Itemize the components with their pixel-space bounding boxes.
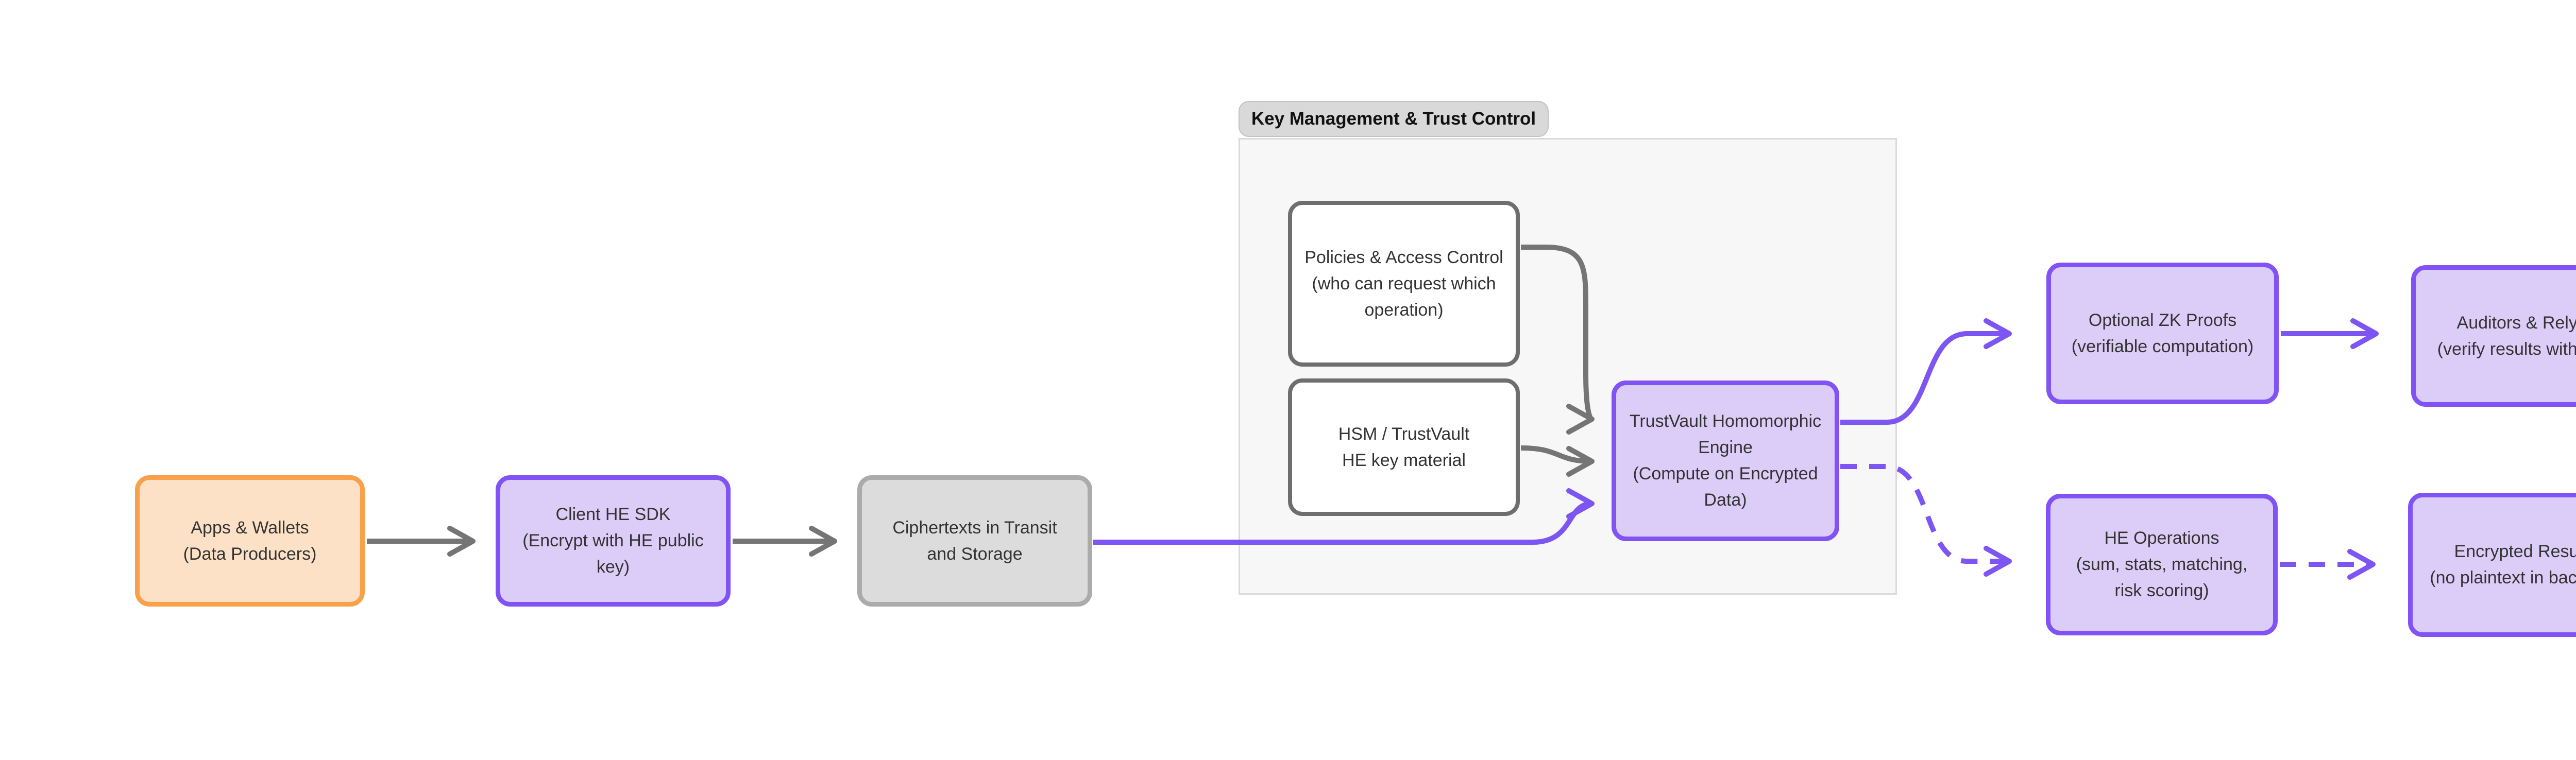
node-homomorphic-engine: TrustVault Homomorphic Engine (Compute o…	[1612, 381, 1839, 541]
subgraph-label-text: Key Management & Trust Control	[1251, 109, 1536, 129]
node-label-line: Ciphertexts in Transit	[892, 517, 1057, 538]
node-apps-wallets: Apps & Wallets (Data Producers)	[135, 475, 365, 607]
node-label-line: (Compute on Encrypted	[1633, 464, 1818, 483]
node-label-line: HE Operations	[2104, 528, 2219, 548]
node-label-line: HSM / TrustVault	[1338, 424, 1470, 444]
subgraph-label: Key Management & Trust Control	[1239, 101, 1549, 137]
node-label-line: and Storage	[927, 544, 1023, 564]
node-label-line: (who can request which	[1312, 273, 1496, 293]
edge-engine-to-ops	[1840, 464, 2012, 577]
node-label-line: (sum, stats, matching,	[2076, 555, 2248, 574]
node-he-operations: HE Operations (sum, stats, matching, ris…	[2046, 494, 2278, 635]
node-label-line: (verifiable computation)	[2071, 336, 2254, 356]
node-label-line: Optional ZK Proofs	[2088, 310, 2237, 330]
node-label-line: Client HE SDK	[555, 505, 671, 524]
node-label-line: operation)	[1364, 300, 1444, 320]
node-label-line: Encrypted Results	[2454, 542, 2576, 561]
edge-policies-to-engine	[1521, 245, 1595, 435]
node-label-line: Policies & Access Control	[1304, 247, 1503, 267]
edge-engine-to-zk	[1840, 318, 2012, 425]
node-label-line: Engine	[1698, 438, 1753, 457]
node-policies-access-control: Policies & Access Control (who can reque…	[1288, 201, 1520, 367]
edge-hsm-to-engine	[1520, 445, 1595, 477]
node-label-line: risk scoring)	[2114, 581, 2209, 600]
node-label-line: key)	[596, 557, 630, 577]
node-hsm-trustvault: HSM / TrustVault HE key material	[1288, 378, 1520, 516]
node-encrypted-results: Encrypted Results (no plaintext in backe…	[2408, 493, 2576, 637]
node-label-line: Data)	[1704, 490, 1747, 510]
node-label-line: (verify results without raw data)	[2437, 339, 2576, 359]
edge-cts-to-engine	[1093, 488, 1595, 545]
node-auditors-relying-parties: Auditors & Relying Parties (verify resul…	[2411, 265, 2576, 407]
node-label-line: (Data Producers)	[183, 544, 317, 564]
node-label-line: Apps & Wallets	[191, 517, 309, 538]
node-optional-zk-proofs: Optional ZK Proofs (verifiable computati…	[2046, 263, 2279, 404]
node-client-he-sdk: Client HE SDK (Encrypt with HE public ke…	[496, 475, 731, 607]
node-label-line: TrustVault Homomorphic	[1629, 411, 1822, 431]
node-ciphertexts: Ciphertexts in Transit and Storage	[857, 475, 1092, 607]
node-label-line: (no plaintext in backend)	[2430, 568, 2576, 588]
node-label-line: HE key material	[1342, 450, 1466, 470]
node-label-line: Auditors & Relying Parties	[2456, 313, 2576, 333]
node-label-line: (Encrypt with HE public	[522, 531, 704, 550]
